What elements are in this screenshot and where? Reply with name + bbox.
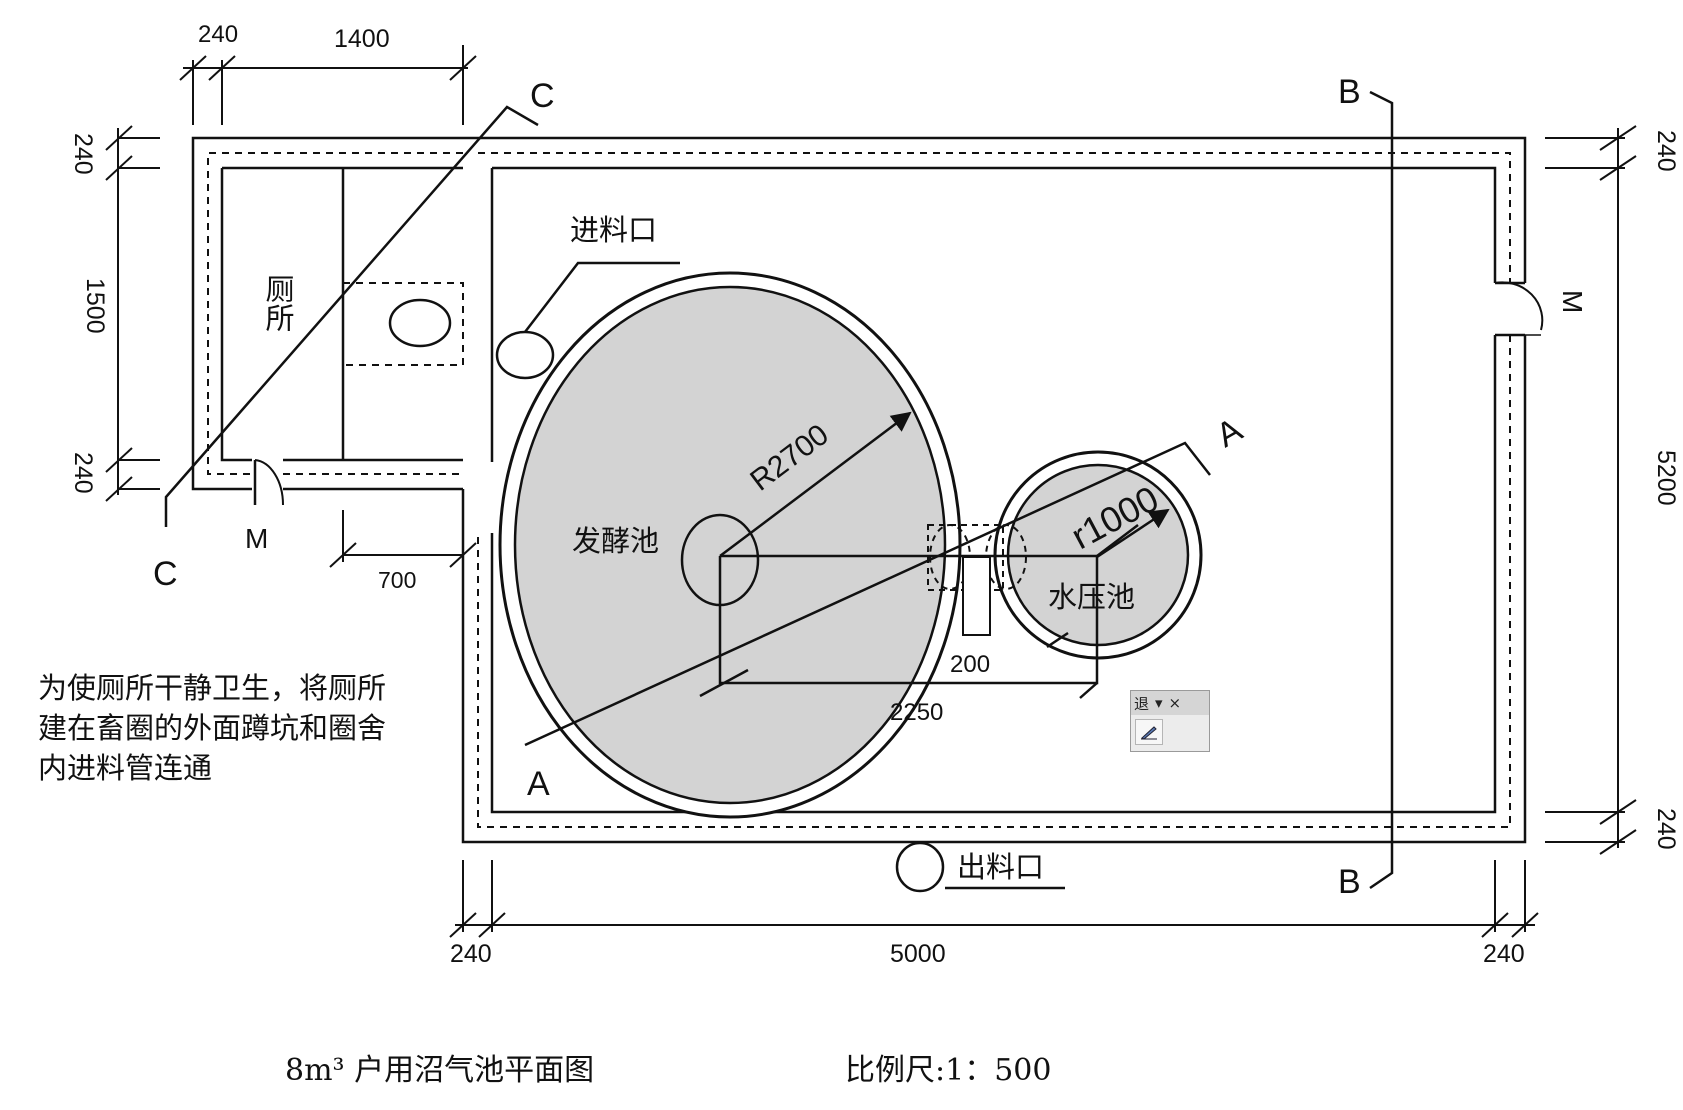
dim-left-toilet-height: 1500	[81, 278, 109, 334]
dim-bottom-right: 240	[1483, 940, 1525, 968]
dim-bottom-width: 5000	[890, 940, 946, 968]
design-note-line: 建在畜圈的外面蹲坑和圈舍	[38, 711, 387, 745]
dim-top-toilet: 1400	[334, 25, 390, 53]
dim-toilet-bottom: 700	[378, 567, 416, 593]
fermentation-tank	[498, 271, 962, 819]
pen-door	[1494, 281, 1544, 336]
section-line-c	[164, 105, 539, 527]
section-mark-c-top: C	[530, 77, 555, 115]
toilet-walls	[191, 136, 463, 491]
dim-center-distance: 2250	[890, 699, 943, 726]
dim-gap: 200	[950, 651, 990, 678]
door-mark-pen: M	[1557, 290, 1588, 313]
section-mark-b-bottom: B	[1338, 863, 1361, 901]
design-note-line: 内进料管连通	[38, 751, 213, 785]
section-mark-b-top: B	[1338, 73, 1361, 111]
section-mark-c-bottom: C	[153, 555, 178, 593]
pen-tool-icon	[1141, 726, 1157, 740]
section-line-a	[524, 441, 1211, 747]
dimension-lines	[105, 45, 1637, 938]
dim-top-wall: 240	[198, 21, 238, 48]
dim-left-wall-bottom: 240	[69, 452, 97, 494]
design-note-line: 为使厕所干静卫生，将厕所	[38, 671, 387, 705]
drawing-title: 8m³ 户用沼气池平面图	[285, 1053, 595, 1088]
close-icon[interactable]: ×	[1168, 694, 1182, 712]
label-pressure-tank: 水压池	[1048, 580, 1135, 614]
label-toilet: 厕所	[261, 274, 295, 332]
section-mark-a-top: A	[1210, 411, 1249, 455]
label-fermentation-tank: 发酵池	[572, 524, 659, 558]
label-outlet: 出料口	[957, 850, 1044, 884]
dim-right-wall-top: 240	[1652, 130, 1680, 172]
drawing-scale: 比例尺:1：500	[845, 1053, 1052, 1088]
label-inlet: 进料口	[570, 213, 657, 247]
pen-tool-button[interactable]	[1135, 719, 1163, 745]
toilet-dashed-centerline	[207, 152, 463, 475]
inlet	[495, 261, 680, 380]
dim-bottom-left: 240	[450, 940, 492, 968]
toilet-door	[253, 459, 285, 506]
chevron-down-icon[interactable]: ▾	[1155, 694, 1163, 712]
measure-lines	[699, 411, 1170, 699]
main-pen-dashed-centerline	[477, 152, 1511, 828]
floating-toolbar[interactable]: 退 ▾ ×	[1130, 690, 1210, 752]
design-note: 为使厕所干静卫生，将厕所 建在畜圈的外面蹲坑和圈舍 内进料管连通	[38, 668, 458, 788]
toolbar-header: 退 ▾ ×	[1131, 691, 1209, 715]
dim-right-height: 5200	[1652, 450, 1680, 506]
section-line-b	[1369, 90, 1394, 890]
section-mark-a-bottom: A	[527, 765, 550, 803]
squat-pit	[342, 282, 464, 366]
dim-left-wall-top: 240	[69, 133, 97, 175]
outlet	[895, 841, 1065, 893]
toolbar-title: 退	[1134, 694, 1150, 713]
small-radius-arrow	[1096, 508, 1170, 559]
big-radius-arrow	[719, 411, 912, 557]
door-mark-toilet: M	[245, 523, 268, 554]
dim-right-wall-bottom: 240	[1652, 808, 1680, 850]
